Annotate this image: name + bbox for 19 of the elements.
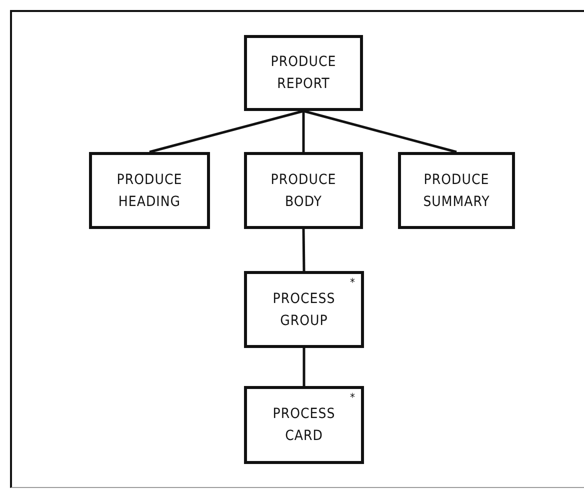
box-label: PRODUCE HEADING bbox=[116, 170, 184, 212]
connector-line bbox=[149, 110, 304, 154]
connector-line bbox=[302, 228, 306, 272]
process-box bbox=[244, 386, 364, 464]
iteration-mark: * bbox=[350, 277, 355, 288]
process-box bbox=[244, 152, 363, 229]
process-box bbox=[89, 152, 210, 229]
box-label: PROCESS CARD bbox=[272, 405, 336, 446]
connector-line bbox=[303, 110, 457, 154]
box-label: PROCESS GROUP bbox=[272, 290, 336, 330]
box-label: PRODUCE SUMMARY bbox=[422, 170, 491, 212]
box-label: PRODUCE REPORT bbox=[270, 53, 338, 94]
connector-line bbox=[302, 111, 305, 152]
process-box bbox=[398, 152, 515, 229]
iteration-mark: * bbox=[350, 392, 355, 403]
process-box bbox=[244, 271, 364, 348]
process-box bbox=[244, 35, 363, 111]
box-label: PRODUCE BODY bbox=[270, 170, 338, 212]
connector-line bbox=[302, 348, 306, 386]
